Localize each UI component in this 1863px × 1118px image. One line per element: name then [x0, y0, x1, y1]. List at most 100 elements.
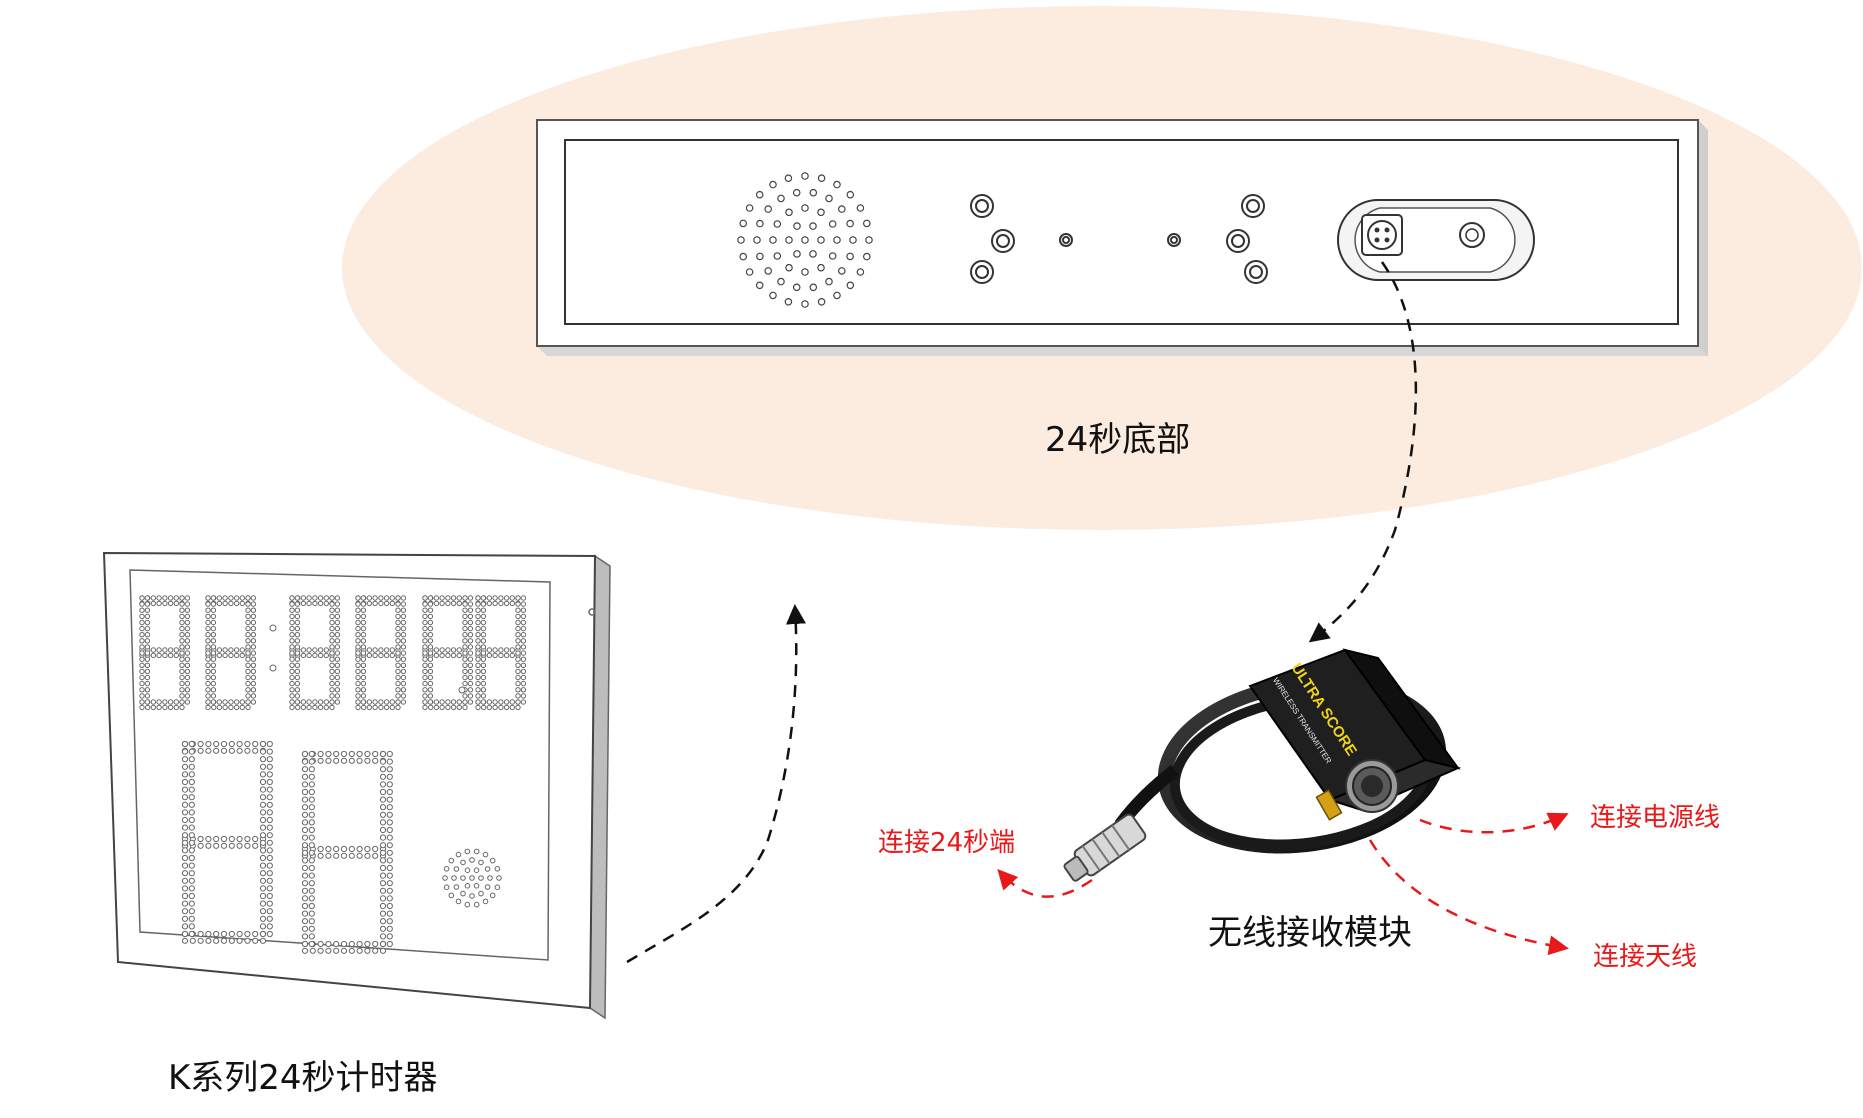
matrix-dot [252, 842, 259, 849]
matrix-dot [329, 674, 335, 681]
matrix-dot [486, 652, 493, 659]
matrix-dot [179, 656, 185, 662]
speaker-hole [756, 219, 764, 228]
matrix-dot [167, 652, 174, 659]
matrix-dot [188, 771, 195, 778]
matrix-dot [395, 613, 401, 620]
label-connect-power: 连接电源线 [1590, 803, 1721, 833]
matrix-dot [355, 613, 361, 620]
matrix-dot [259, 915, 267, 922]
matrix-dot [205, 680, 211, 687]
matrix-dot [372, 940, 379, 948]
matrix-dot [245, 595, 251, 601]
matrix-dot [427, 625, 434, 632]
matrix-dot [167, 647, 174, 653]
matrix-dot [467, 625, 474, 632]
matrix-dot [467, 595, 474, 601]
matrix-dot [422, 656, 428, 662]
matrix-dot [144, 674, 151, 681]
matrix-dot [379, 895, 387, 902]
matrix-dot [301, 788, 309, 796]
matrix-dot [210, 662, 217, 668]
matrix-dot [259, 763, 267, 770]
matrix-dot [462, 638, 468, 644]
matrix-dot [334, 619, 341, 626]
matrix-dot [453, 866, 460, 872]
matrix-dot [520, 674, 527, 681]
matrix-dot [181, 862, 189, 869]
matrix-dot [266, 839, 273, 846]
matrix-dot [433, 600, 440, 607]
speaker-hole [825, 194, 833, 203]
matrix-dot [355, 668, 361, 675]
matrix-dot [179, 632, 185, 638]
speaker-hole [792, 283, 801, 292]
matrix-dot [386, 842, 393, 849]
matrix-dot [308, 796, 315, 803]
speaker-hole [809, 283, 818, 292]
matrix-dot [333, 940, 340, 948]
matrix-dot [139, 656, 145, 662]
matrix-dot [308, 750, 315, 758]
matrix-dot [188, 778, 195, 786]
matrix-dot [220, 740, 228, 748]
matrix-dot [422, 680, 428, 687]
matrix-dot [266, 870, 273, 877]
matrix-dot [520, 638, 527, 644]
matrix-dot [360, 613, 367, 620]
matrix-dot [439, 647, 445, 653]
matrix-dot [213, 930, 220, 938]
matrix-dot [395, 662, 401, 668]
speaker-hole [801, 268, 809, 276]
matrix-dot [334, 638, 341, 644]
matrix-dot [439, 704, 445, 711]
matrix-dot [294, 687, 301, 693]
matrix-dot [144, 650, 151, 656]
matrix-dot [301, 947, 309, 954]
matrix-dot [456, 699, 462, 705]
matrix-dot [433, 704, 440, 711]
matrix-dot [197, 930, 204, 938]
matrix-dot [309, 947, 316, 954]
matrix-dot [334, 625, 341, 632]
matrix-dot [458, 686, 466, 694]
matrix-dot [289, 619, 295, 626]
matrix-dot [245, 601, 251, 607]
matrix-dot [422, 632, 428, 638]
matrix-dot [162, 652, 168, 659]
matrix-dot [467, 687, 474, 693]
matrix-dot [480, 656, 487, 662]
matrix-dot [181, 763, 189, 770]
matrix-dot [372, 750, 379, 758]
matrix-dot [312, 704, 318, 711]
matrix-dot [520, 662, 527, 668]
speaker-hole [785, 208, 793, 217]
matrix-dot [422, 595, 428, 601]
matrix-dot [355, 687, 361, 693]
matrix-dot [205, 693, 211, 699]
matrix-dot [239, 652, 246, 659]
matrix-dot [329, 595, 335, 601]
matrix-dot [334, 662, 341, 668]
matrix-dot [515, 650, 521, 656]
matrix-dot [360, 632, 367, 638]
matrix-dot [520, 668, 527, 675]
matrix-dot [179, 699, 185, 705]
matrix-dot [487, 875, 493, 881]
matrix-dot [355, 619, 361, 626]
matrix-dot [228, 842, 235, 849]
matrix-dot [294, 680, 301, 687]
speaker-hole [773, 252, 782, 260]
matrix-dot [301, 781, 309, 788]
matrix-dot [422, 607, 428, 613]
matrix-dot [228, 699, 234, 705]
connector-plate [1337, 199, 1535, 281]
matrix-dot [467, 607, 474, 613]
matrix-dot [289, 601, 295, 607]
matrix-dot [266, 801, 273, 808]
matrix-dot [150, 704, 157, 711]
matrix-dot [239, 647, 246, 653]
matrix-dot [300, 595, 307, 601]
matrix-dot [259, 847, 267, 854]
speaker-hole [809, 222, 817, 230]
